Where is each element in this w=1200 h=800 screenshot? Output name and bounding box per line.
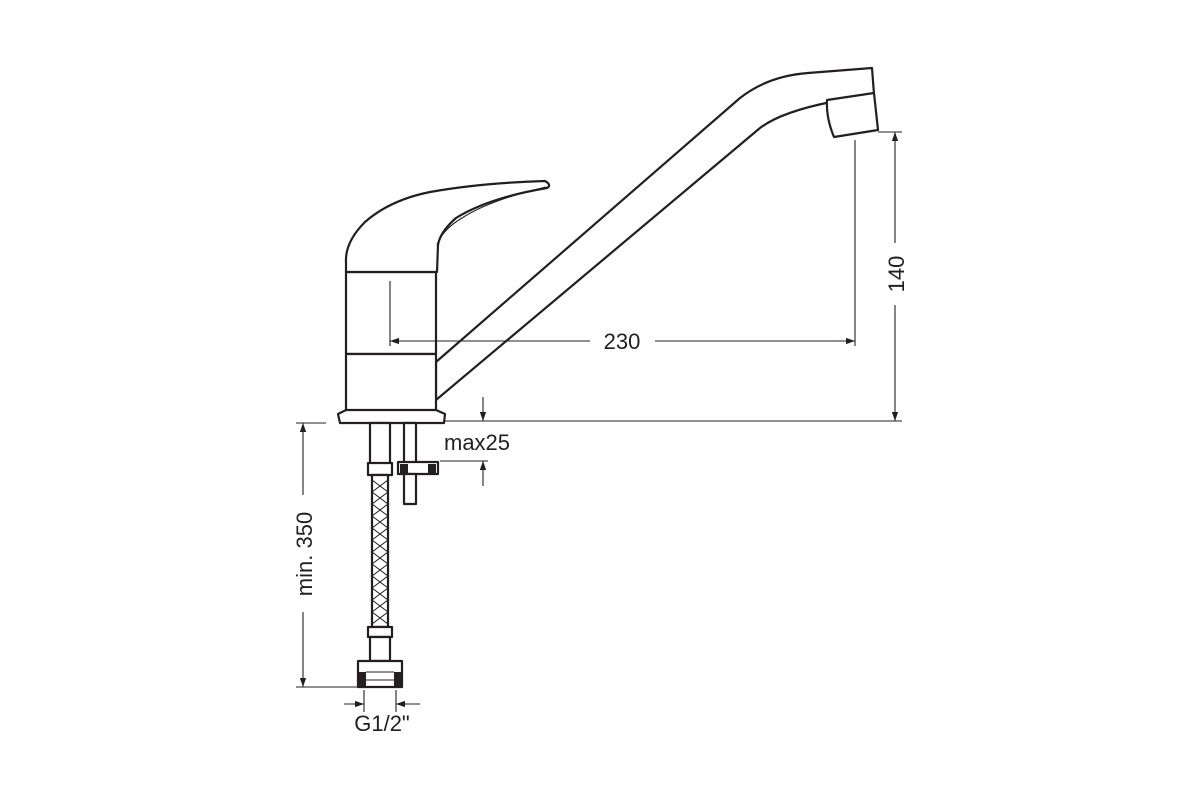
fixing-nut-dark bbox=[400, 464, 408, 473]
base-rosette bbox=[336, 408, 447, 425]
lever-grip-detail bbox=[436, 186, 547, 246]
spout bbox=[434, 66, 876, 402]
connection-thread-label: G1/2" bbox=[354, 711, 410, 736]
spout-height-label: 140 bbox=[884, 256, 909, 293]
min-hose-length-label: min. 350 bbox=[292, 512, 317, 596]
body-upper bbox=[344, 270, 438, 356]
aerator bbox=[825, 91, 880, 139]
stud-end bbox=[402, 472, 418, 506]
max-deck-thickness-label: max25 bbox=[444, 430, 510, 455]
connection-nut-right bbox=[394, 672, 402, 687]
dimension-lines bbox=[296, 131, 902, 712]
lever-handle bbox=[344, 179, 551, 274]
mounting-stud bbox=[402, 421, 418, 467]
fixing-nut-dark-right bbox=[428, 464, 436, 473]
hose-top-ring bbox=[366, 461, 394, 477]
hose-bottom-ring bbox=[366, 625, 394, 639]
braided-hose bbox=[370, 473, 390, 629]
faucet bbox=[336, 66, 880, 689]
body-lower bbox=[344, 352, 438, 414]
hose-bottom-fitting bbox=[368, 635, 392, 663]
spout-reach-label: 230 bbox=[604, 329, 641, 354]
connection-nut-left bbox=[358, 672, 366, 687]
